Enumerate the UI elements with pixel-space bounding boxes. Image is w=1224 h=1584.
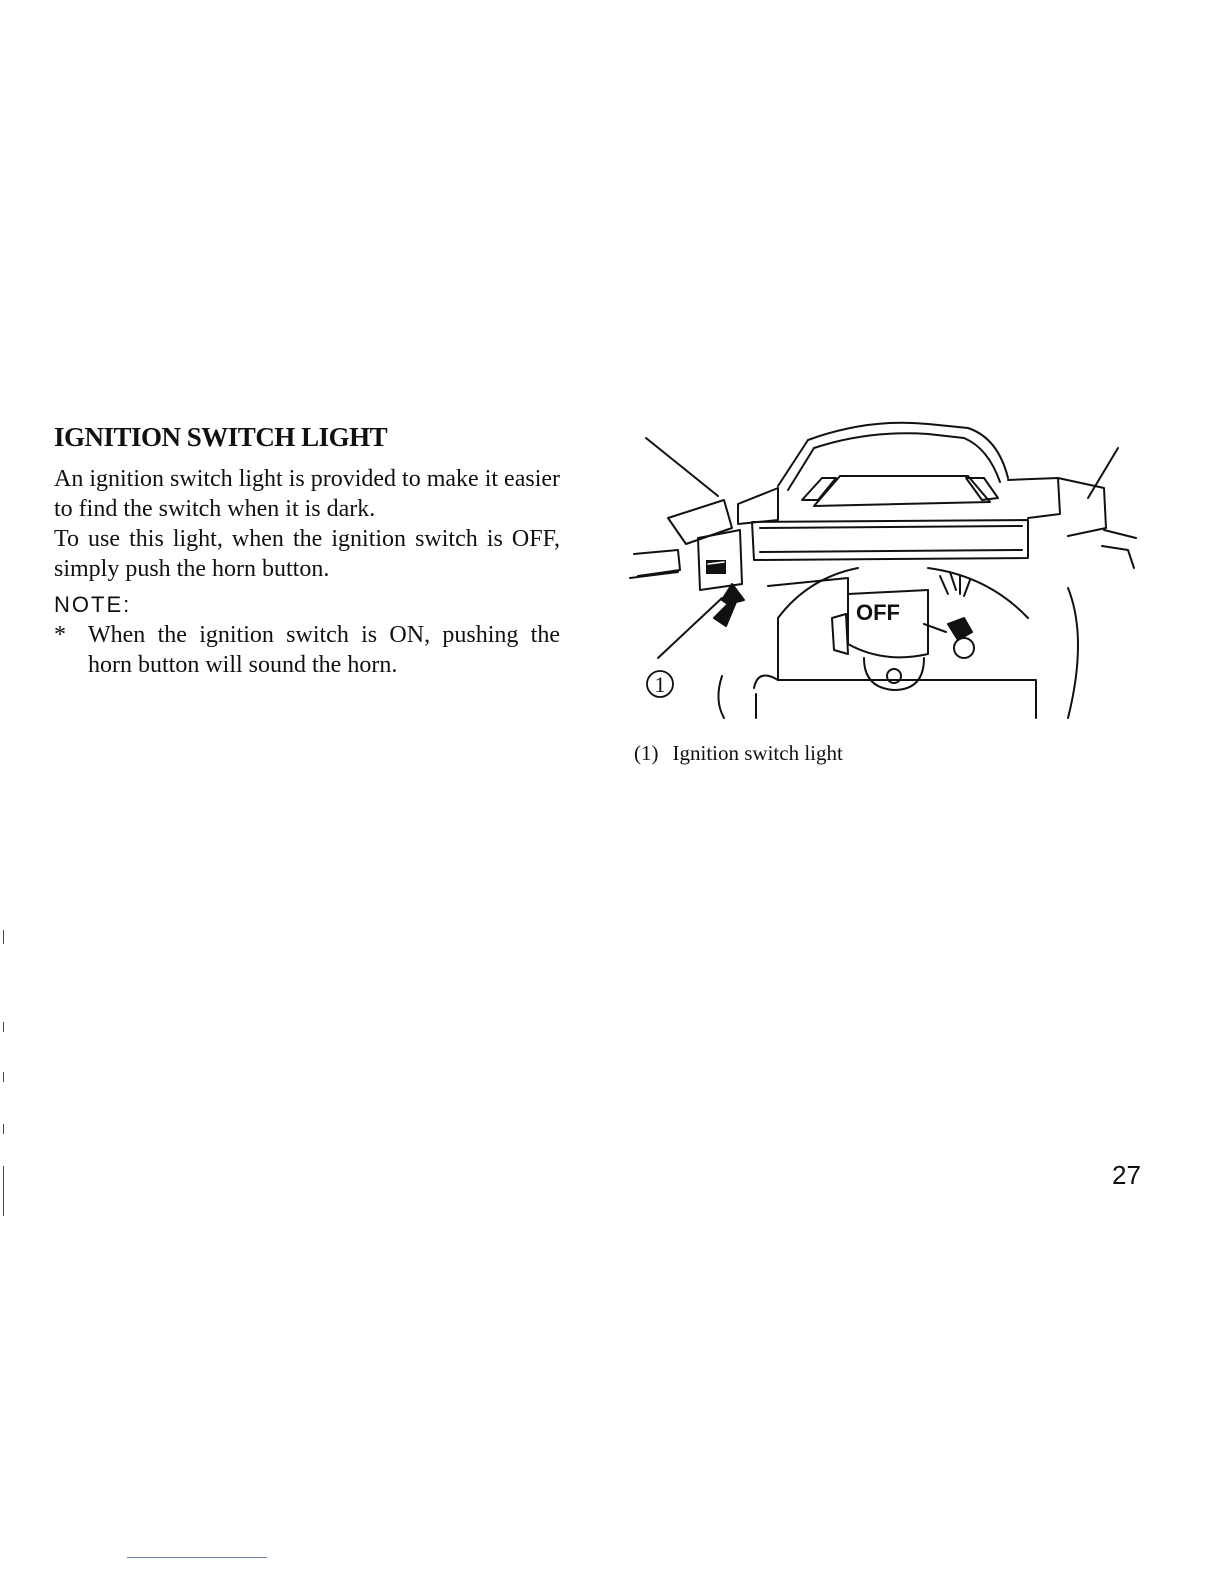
callout-leader-line: [657, 597, 723, 659]
instrument-panel: [737, 421, 1061, 561]
callout-number: 1: [655, 672, 666, 697]
handlebar-left: [629, 437, 733, 579]
bracket-stroke: [717, 675, 725, 719]
note-item: * When the ignition switch is ON, pushin…: [54, 620, 560, 680]
note-label: NOTE:: [54, 592, 132, 617]
arrow-icon: [713, 583, 745, 627]
callout-marker: 1: [646, 670, 674, 698]
caption-number: (1): [634, 741, 659, 765]
paragraph-intro: An ignition switch light is provided to …: [54, 466, 560, 522]
margin-mark: [3, 1124, 4, 1134]
page-number: 27: [1112, 1160, 1141, 1190]
figure-caption: (1) Ignition switch light: [634, 740, 843, 766]
margin-mark: [3, 1072, 4, 1082]
bottom-rule: [127, 1557, 267, 1558]
section-heading: IGNITION SWITCH LIGHT: [54, 422, 388, 452]
switch-position-label: OFF: [856, 600, 900, 625]
note-bullet: *: [54, 622, 66, 648]
handlebar-right: [1057, 447, 1137, 569]
paragraph-usage: To use this light, when the ignition swi…: [54, 526, 560, 582]
margin-mark: [3, 1022, 4, 1032]
caption-text: Ignition switch light: [672, 741, 843, 765]
switch-housing: [697, 529, 743, 591]
margin-mark: [3, 930, 4, 944]
off-label: OFF: [854, 600, 906, 625]
ignition-area: [753, 567, 1079, 719]
margin-mark: [3, 1166, 4, 1216]
note-text: When the ignition switch is ON, pushing …: [88, 622, 560, 678]
ignition-switch-illustration: OFF 1: [629, 421, 1137, 719]
text-column: IGNITION SWITCH LIGHT An ignition switch…: [54, 420, 560, 680]
